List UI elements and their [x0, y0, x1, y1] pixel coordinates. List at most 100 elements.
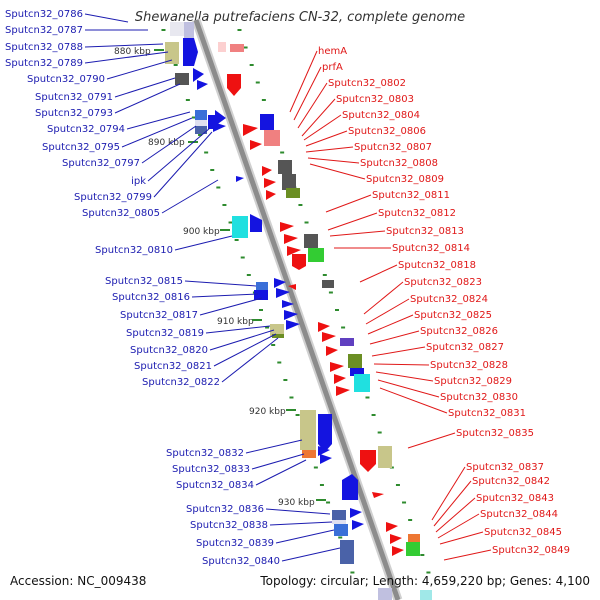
leader-line: [365, 298, 410, 325]
gene-box: [322, 280, 334, 288]
gene-label-right[interactable]: Sputcn32_0824: [410, 294, 488, 305]
gene-label-left[interactable]: Sputcn32_0832: [166, 448, 244, 459]
gene-label-right[interactable]: Sputcn32_0808: [360, 158, 438, 169]
leader-line: [433, 480, 472, 527]
gene-label-left[interactable]: Sputcn32_0836: [186, 504, 264, 515]
gene-label-left[interactable]: Sputcn32_0834: [176, 480, 254, 491]
gene-label-left[interactable]: Sputcn32_0799: [74, 192, 152, 203]
leader-line: [209, 329, 275, 351]
leader-line: [307, 157, 360, 164]
gene-arrow: [392, 546, 404, 556]
gene-arrow: [386, 522, 398, 532]
gene-box: [218, 42, 226, 52]
gene-arrow: [372, 492, 384, 498]
gene-label-left[interactable]: Sputcn32_0838: [190, 520, 268, 531]
gene-label-left[interactable]: Sputcn32_0815: [105, 276, 183, 287]
gene-label-right[interactable]: Sputcn32_0827: [426, 342, 504, 353]
leader-line: [147, 127, 211, 182]
gene-label-left[interactable]: Sputcn32_0819: [126, 328, 204, 339]
backbone: [191, 18, 403, 600]
gene-label-left[interactable]: Sputcn32_0816: [112, 292, 190, 303]
gene-box: [170, 22, 184, 36]
gene-label-right[interactable]: Sputcn32_0825: [414, 310, 492, 321]
gene-label-left[interactable]: Sputcn32_0788: [5, 42, 83, 53]
gene-label-left[interactable]: Sputcn32_0822: [142, 377, 220, 388]
gene-box: [195, 126, 207, 134]
gene-label-right[interactable]: Sputcn32_0812: [378, 208, 456, 219]
leader-line: [431, 466, 466, 521]
gene-label-right[interactable]: Sputcn32_0802: [328, 78, 406, 89]
leader-line: [121, 117, 193, 148]
gene-label-left[interactable]: Sputcn32_0793: [35, 108, 113, 119]
gene-arrow: [330, 362, 344, 372]
gene-arrow: [280, 222, 294, 232]
gene-label-left[interactable]: Sputcn32_0839: [196, 538, 274, 549]
gene-label-right[interactable]: hemA: [318, 46, 347, 57]
leader-line: [373, 363, 430, 366]
gene-label-right[interactable]: Sputcn32_0813: [386, 226, 464, 237]
gene-label-right[interactable]: Sputcn32_0809: [366, 174, 444, 185]
gene-label-right[interactable]: Sputcn32_0811: [372, 190, 450, 201]
gene-label-right[interactable]: Sputcn32_0828: [430, 360, 508, 371]
leader-line: [305, 146, 354, 153]
gene-arrow: [250, 140, 262, 150]
gene-box: [340, 540, 354, 564]
gene-label-left[interactable]: Sputcn32_0820: [130, 345, 208, 356]
gene-arrow: [243, 124, 258, 136]
gene-label-right[interactable]: Sputcn32_0842: [472, 476, 550, 487]
gene-box: [350, 368, 364, 376]
gene-label-right[interactable]: Sputcn32_0845: [484, 527, 562, 538]
gene-label-right[interactable]: Sputcn32_0829: [434, 376, 512, 387]
gene-label-left[interactable]: Sputcn32_0787: [5, 25, 83, 36]
gene-label-right[interactable]: Sputcn32_0818: [398, 260, 476, 271]
leader-line: [114, 77, 176, 98]
gene-label-right[interactable]: prfA: [322, 62, 343, 73]
gene-label-left[interactable]: Sputcn32_0817: [120, 310, 198, 321]
gene-label-left[interactable]: Sputcn32_0791: [35, 92, 113, 103]
leader-line: [84, 13, 129, 23]
gene-label-left[interactable]: Sputcn32_0794: [47, 124, 125, 135]
gene-arrow: [284, 310, 298, 320]
gene-label-right[interactable]: Sputcn32_0843: [476, 493, 554, 504]
leader-line: [84, 51, 169, 64]
gene-label-left[interactable]: Sputcn32_0786: [5, 9, 83, 20]
gene-label-right[interactable]: Sputcn32_0831: [448, 408, 526, 419]
gene-arrow: [322, 332, 336, 342]
leader-line: [265, 508, 331, 515]
gene-label-left[interactable]: Sputcn32_0797: [62, 158, 140, 169]
gene-arrow: [334, 374, 346, 384]
gene-label-right[interactable]: Sputcn32_0804: [342, 110, 420, 121]
gene-label-right[interactable]: Sputcn32_0835: [456, 428, 534, 439]
gene-label-right[interactable]: Sputcn32_0823: [404, 277, 482, 288]
gene-box: [282, 174, 296, 190]
gene-box: [302, 450, 316, 458]
gene-label-left[interactable]: ipk: [131, 176, 146, 187]
gene-label-left[interactable]: Sputcn32_0805: [82, 208, 160, 219]
gene-label-left[interactable]: Sputcn32_0840: [202, 556, 280, 567]
gene-label-left[interactable]: Sputcn32_0810: [95, 245, 173, 256]
gene-label-left[interactable]: Sputcn32_0789: [5, 58, 83, 69]
gene-label-right[interactable]: Sputcn32_0830: [440, 392, 518, 403]
gene-label-right[interactable]: Sputcn32_0814: [392, 243, 470, 254]
gene-label-left[interactable]: Sputcn32_0795: [42, 142, 120, 153]
gene-arrow: [266, 190, 276, 200]
leader-line: [329, 230, 386, 237]
gene-arrow: [274, 278, 286, 288]
gene-box: [318, 414, 332, 444]
gene-label-left[interactable]: Sputcn32_0821: [134, 361, 212, 372]
gene-label-right[interactable]: Sputcn32_0803: [336, 94, 414, 105]
leader-line: [199, 297, 263, 316]
gene-label-left[interactable]: Sputcn32_0833: [172, 464, 250, 475]
gene-label-right[interactable]: Sputcn32_0807: [354, 142, 432, 153]
scale-labels: 880 kbp 890 kbp 900 kbp 910 kbp 920 kbp …: [114, 47, 326, 508]
gene-box: [332, 520, 346, 524]
gene-label-right[interactable]: Sputcn32_0849: [492, 545, 570, 556]
leader-line: [305, 130, 348, 147]
gene-arrow: [215, 110, 226, 126]
gene-label-right[interactable]: Sputcn32_0806: [348, 126, 426, 137]
gene-label-right[interactable]: Sputcn32_0844: [480, 509, 558, 520]
gene-label-right[interactable]: Sputcn32_0837: [466, 462, 544, 473]
gene-label-left[interactable]: Sputcn32_0790: [27, 74, 105, 85]
gene-label-right[interactable]: Sputcn32_0826: [420, 326, 498, 337]
